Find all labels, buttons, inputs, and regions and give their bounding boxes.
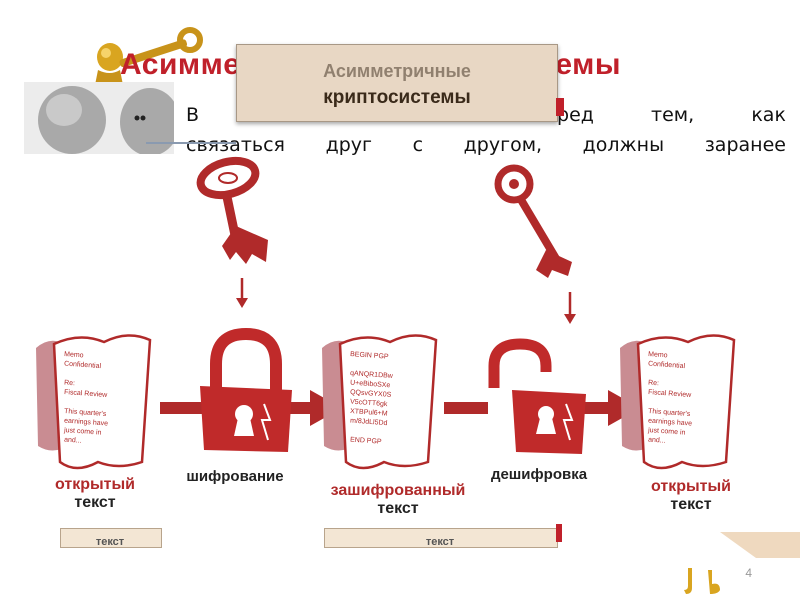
label-ciphertext-line-1: зашифрованный xyxy=(318,482,478,500)
gold-feet-icon xyxy=(680,566,726,596)
document-text-line: Memo xyxy=(64,351,84,359)
decryption-key-icon xyxy=(498,168,572,278)
underlay-tab-mid-text: текст xyxy=(324,536,556,548)
label-plaintext-right-line-1: открытый xyxy=(636,478,746,496)
label-plaintext-right: открытый текст xyxy=(636,478,746,514)
page-number: 4 xyxy=(745,566,752,580)
label-ciphertext: зашифрованный текст xyxy=(318,482,478,518)
encryption-key-icon xyxy=(197,155,268,264)
label-plaintext-left: открытый текст xyxy=(40,476,150,512)
body-word: как xyxy=(751,100,786,130)
underlay-tab-red-marker xyxy=(556,524,562,542)
underlay-tab-left-text: текст xyxy=(60,536,160,548)
label-plaintext-left-line-1: открытый xyxy=(40,476,150,494)
overlay-title-line-1: Асимметричные xyxy=(237,61,557,82)
down-arrow-right xyxy=(564,292,576,324)
label-encryption: шифрование xyxy=(180,468,290,485)
document-text-line: Memo xyxy=(648,351,668,359)
arrow-cipher-to-unlock xyxy=(444,402,488,414)
down-arrow-left xyxy=(236,278,248,308)
document-text-line: Re: xyxy=(64,380,75,388)
document-text-line: Re: xyxy=(648,380,659,388)
closed-padlock-icon xyxy=(200,334,292,452)
label-plaintext-right-line-2: текст xyxy=(636,496,746,514)
label-ciphertext-line-2: текст xyxy=(318,500,478,518)
label-decryption: дешифровка xyxy=(484,466,594,483)
corner-fold-decoration xyxy=(716,528,800,562)
body-word: тем, xyxy=(651,100,694,130)
overlay-title-line-2: криптосистемы xyxy=(237,87,557,109)
open-padlock-icon xyxy=(494,344,586,454)
body-word: В xyxy=(186,100,199,130)
document-text-line: and... xyxy=(648,437,666,445)
overlay-red-marker xyxy=(556,98,564,116)
arrow-plain-to-lock xyxy=(160,402,204,414)
document-text-line: and... xyxy=(64,437,82,445)
label-plaintext-left-line-2: текст xyxy=(40,494,150,512)
overlay-connector-line xyxy=(146,142,236,144)
overlay-title-box: Асимметричные криптосистемы xyxy=(236,44,558,122)
